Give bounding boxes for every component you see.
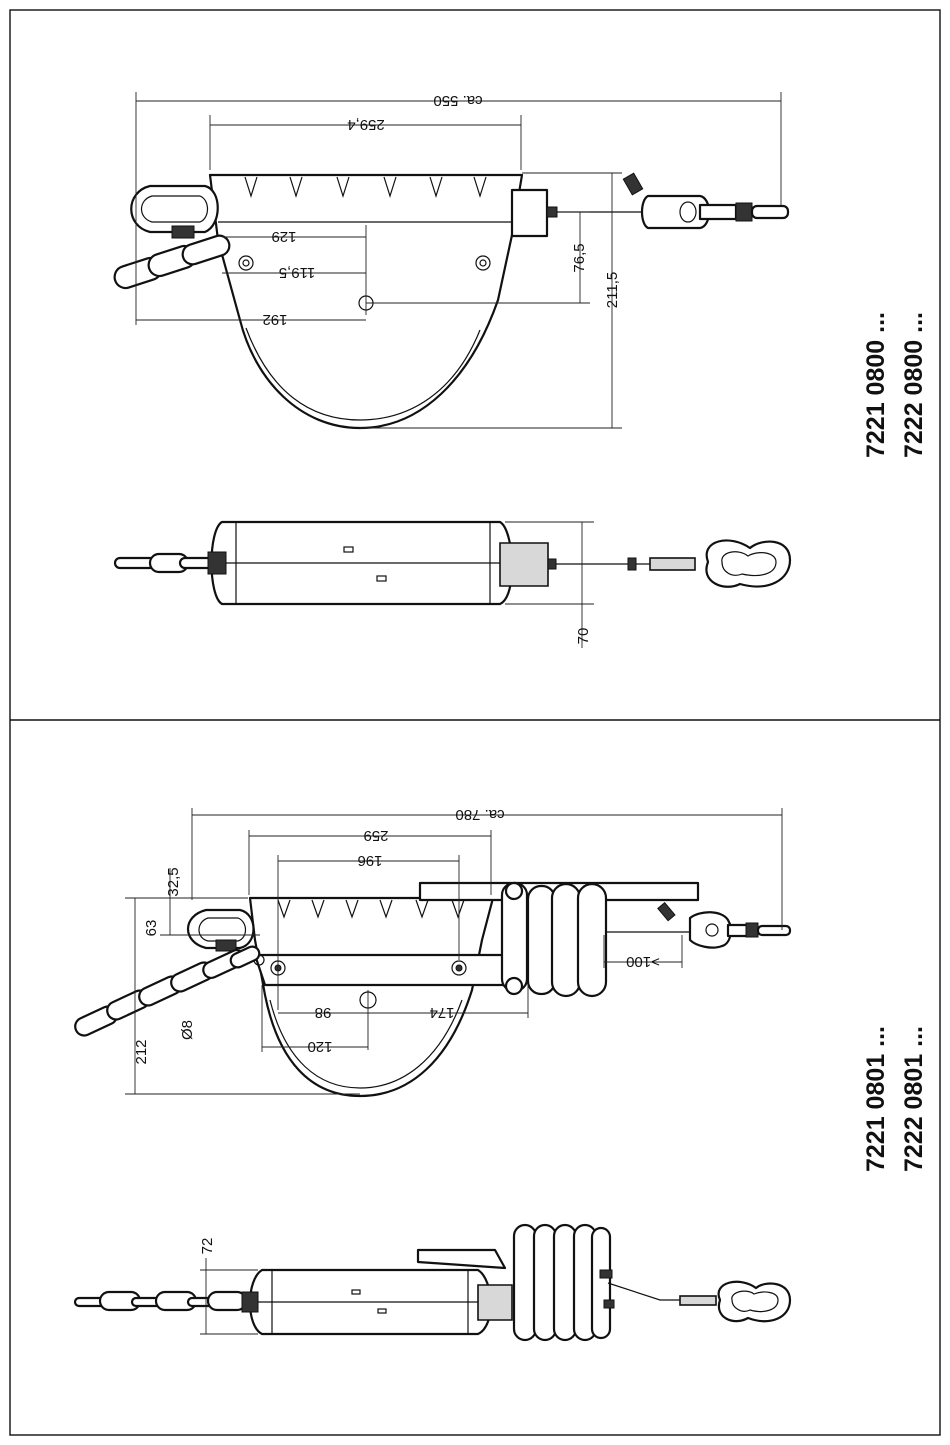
dim-center-offset-b: 174 [429, 1004, 454, 1021]
dim-radius-offset: 120 [307, 1038, 332, 1055]
dim-offset-b: 119,5 [279, 264, 315, 281]
dim-offset-a: 129 [271, 228, 296, 245]
top-chain [112, 233, 232, 291]
bottom-mounting-plate [255, 955, 512, 985]
top-front-sleeve [650, 558, 695, 570]
dim-overall-length: ca. 780 [455, 806, 504, 823]
bottom-front-carabiner [719, 1282, 790, 1321]
top-panel: ca. 550 259,4 129 119,5 192 76,5 211,5 [112, 92, 928, 648]
bottom-front-spiral [514, 1225, 610, 1340]
bottom-spiral-cable [502, 883, 606, 996]
top-side-view [112, 173, 788, 428]
dim-hole-spacing: 196 [357, 852, 382, 869]
bottom-panel: ca. 780 259 196 32,5 63 98 174 Ø8 212 12… [72, 806, 928, 1340]
top-front-chain [115, 552, 226, 574]
top-hook-pin [752, 206, 788, 218]
dim-top-offset: 32,5 [165, 867, 182, 896]
bottom-side-view [72, 883, 790, 1096]
bottom-front-cable-housing [478, 1285, 512, 1320]
bottom-hook-pin [758, 926, 790, 935]
dim-cable-offset: 76,5 [571, 243, 588, 272]
bottom-front-tube [418, 1250, 505, 1268]
bottom-front-view: 72 [75, 1225, 790, 1340]
top-front-carabiner [706, 540, 790, 586]
top-product-code-2: 7222 0800 ... [900, 312, 928, 458]
top-front-cable-housing [500, 543, 548, 586]
bottom-balancer-body [250, 898, 493, 1096]
dim-min-spiral: >100 [626, 953, 660, 970]
dim-height: 211,5 [604, 272, 621, 308]
bottom-front-chain [75, 1292, 258, 1312]
dim-overall-length: ca. 550 [433, 92, 482, 109]
bottom-chain [72, 944, 261, 1038]
bottom-product-code-1: 7221 0801 ... [862, 1026, 890, 1172]
top-front-view: 70 [115, 522, 790, 648]
dim-height: 212 [133, 1039, 150, 1064]
top-cable-housing [512, 190, 547, 236]
dim-body-width: 259 [363, 827, 388, 844]
bottom-swivel-hook [690, 912, 731, 947]
dim-center-offset: 192 [262, 311, 287, 328]
top-carabiner [131, 186, 218, 232]
dim-depth: 72 [199, 1238, 216, 1255]
top-cable-nozzle [547, 207, 557, 217]
dim-center-offset-a: 98 [315, 1004, 332, 1021]
bottom-product-code-2: 7222 0801 ... [900, 1026, 928, 1172]
top-safety-clip [623, 173, 642, 195]
top-product-code-1: 7221 0800 ... [862, 312, 890, 458]
dim-depth: 70 [575, 628, 592, 645]
dim-body-width: 259,4 [347, 116, 385, 133]
dim-chain-diameter: Ø8 [179, 1020, 196, 1040]
dim-side-offset: 63 [143, 920, 160, 937]
